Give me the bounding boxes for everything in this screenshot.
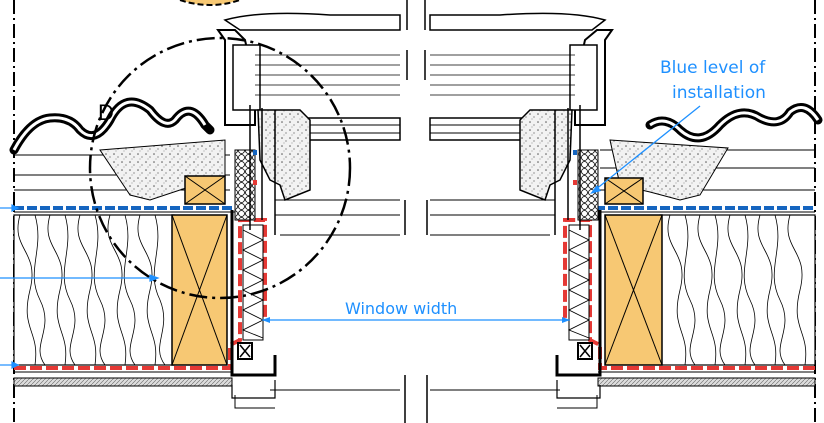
left-window-frame [216, 12, 401, 391]
right-insulation [659, 214, 816, 366]
left-frame-insulation [242, 224, 264, 341]
left-top-timber-block [184, 175, 226, 205]
left-red-membrane [14, 218, 267, 370]
center-break-lines [404, 0, 428, 423]
window-width-label: Window width [345, 299, 457, 318]
left-fixing-box-icon [237, 342, 253, 360]
detail-circle-d [88, 36, 352, 300]
detail-marker-d: D [98, 100, 114, 125]
left-annotation-arrows [0, 204, 160, 369]
window-width-dimension [262, 317, 570, 323]
right-glazing-unit [429, 117, 526, 141]
right-top-timber-block [604, 177, 644, 205]
top-detail-arc [179, 0, 241, 6]
left-roof-assembly [9, 97, 277, 409]
left-rafter-timber [171, 214, 228, 366]
right-roof-tiles [645, 103, 823, 143]
right-rafter-timber [604, 214, 663, 366]
right-window-frame [429, 12, 614, 391]
installation-label-line1: Blue level of [660, 58, 766, 78]
right-fixing-box-icon [577, 342, 593, 360]
left-glazing-unit [304, 117, 401, 141]
right-eps-strip [577, 149, 599, 221]
right-roof-assembly [555, 103, 823, 409]
installation-leader-arrow [590, 105, 701, 194]
installation-label-line2: installation [672, 83, 766, 103]
left-eps-strip [234, 149, 256, 221]
right-frame-insulation [568, 224, 590, 341]
